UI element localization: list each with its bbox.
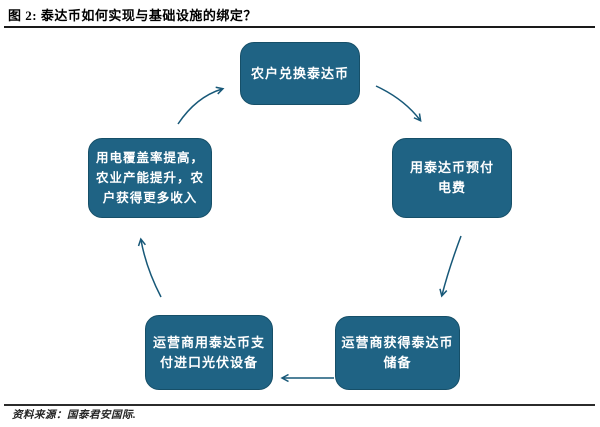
arrow-farmer-to-prepay-icon — [375, 85, 422, 123]
node-label-line: 用电覆盖率提高， — [95, 151, 204, 165]
arrow-prepay-to-reserves-icon — [439, 235, 462, 298]
figure-title: 图 2: 泰达币如何实现与基础设施的绑定？ — [8, 8, 257, 23]
node-label-line: 农户兑换泰达币 — [250, 65, 349, 81]
node-label-line: 储备 — [383, 355, 412, 370]
node-label-line: 农业产能提升，农 — [95, 171, 204, 185]
title-divider — [4, 26, 595, 28]
node-benefits: 用电覆盖率提高， 农业产能提升，农 户获得更多收入 — [88, 138, 212, 218]
arrow-pays-to-benefits-icon — [137, 237, 162, 298]
source-divider — [4, 404, 595, 406]
node-operator-reserves: 运营商获得泰达币 储备 — [335, 316, 460, 390]
node-prepay-electricity: 用泰达币预付 电费 — [392, 138, 512, 218]
source-note: 资料来源：国泰君安国际. — [12, 410, 137, 421]
node-label-line: 运营商获得泰达币 — [341, 335, 454, 350]
node-label-line: 户获得更多收入 — [102, 191, 198, 205]
node-label-line: 运营商用泰达币支 — [152, 334, 265, 350]
node-label-line: 付进口光伏设备 — [159, 354, 258, 370]
node-operator-pays-pv: 运营商用泰达币支 付进口光伏设备 — [145, 315, 273, 390]
node-label-line: 用泰达币预付 — [409, 160, 494, 175]
node-label-line: 电费 — [437, 180, 466, 195]
arrow-benefits-to-farmer-icon — [177, 86, 225, 125]
node-farmer-exchange: 农户兑换泰达币 — [240, 42, 360, 105]
